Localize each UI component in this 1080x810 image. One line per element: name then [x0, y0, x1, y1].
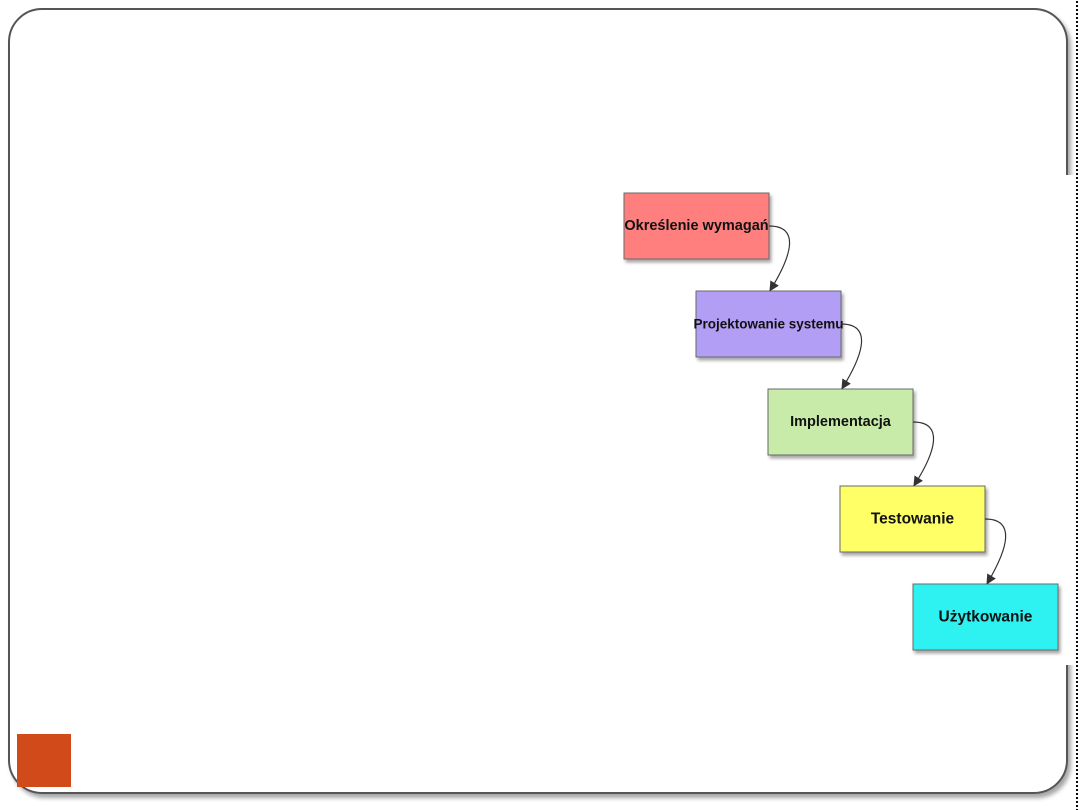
step-5: Użytkowanie [912, 583, 1059, 651]
step-3-label: Implementacja [790, 414, 892, 430]
step-1: Określenie wymagań [623, 192, 770, 260]
arrow-2-to-3 [840, 323, 863, 390]
step-4-box [839, 485, 986, 553]
step-4-label: Testowanie [871, 511, 955, 528]
step-2: Projektowanie systemu [693, 290, 844, 358]
arrow-1-to-2 [768, 225, 791, 292]
step-1-box [623, 192, 770, 260]
step-2-box [695, 290, 842, 358]
dotted-edge-decoration [1074, 0, 1080, 810]
step-3-box [767, 388, 914, 456]
step-2-label: Projektowanie systemu [693, 317, 843, 332]
step-5-box [912, 583, 1059, 651]
accent-square [17, 734, 71, 787]
arrow-4-to-5 [984, 518, 1007, 585]
frame-gap [1064, 175, 1074, 665]
step-3: Implementacja [767, 388, 914, 456]
step-5-label: Użytkowanie [939, 609, 1033, 626]
arrow-3-to-4 [912, 421, 935, 487]
step-1-label: Określenie wymagań [624, 218, 768, 234]
step-4: Testowanie [839, 485, 986, 553]
